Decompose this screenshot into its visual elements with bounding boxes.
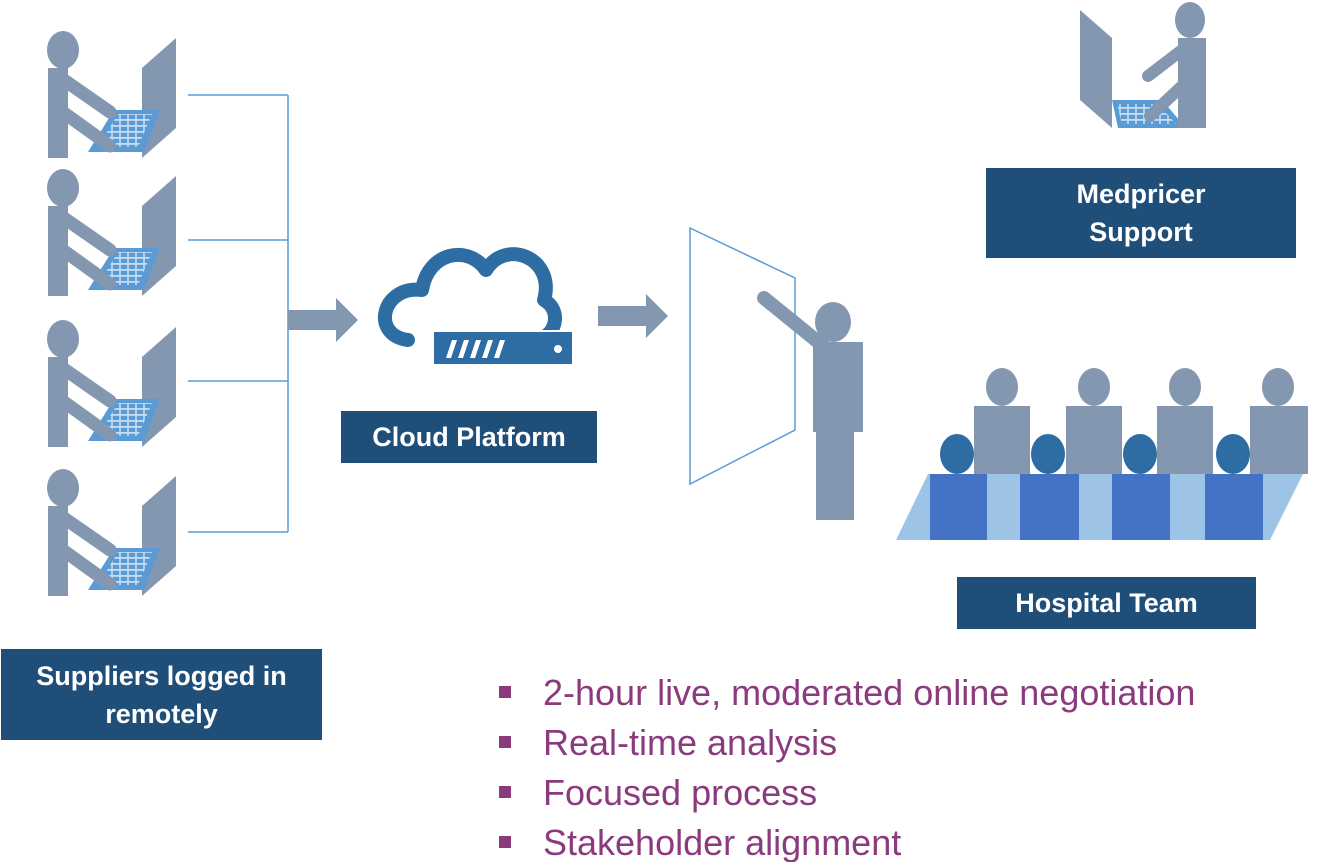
supplier-icon: [47, 469, 176, 596]
bullet-marker: [499, 736, 511, 748]
bullet-marker: [499, 836, 511, 848]
supplier-icon: [47, 169, 176, 296]
suppliers-label: Suppliers logged in remotely: [1, 649, 322, 740]
list-item: 2-hour live, moderated online negotiatio…: [496, 668, 1195, 718]
bullet-marker: [499, 686, 511, 698]
projection-screen-icon: [689, 226, 796, 486]
list-item: Focused process: [496, 768, 1195, 818]
bullet-marker: [499, 786, 511, 798]
bullet-text: Focused process: [543, 772, 818, 813]
support-person-icon: [1080, 2, 1206, 128]
arrow-right-icon: [288, 298, 358, 342]
benefits-list: 2-hour live, moderated online negotiatio…: [496, 668, 1195, 862]
presenter-icon: [757, 291, 863, 520]
cloud-server-icon: [378, 247, 574, 366]
supplier-icon: [47, 320, 176, 447]
supplier-icon: [47, 31, 176, 158]
medpricer-support-label: Medpricer Support: [986, 168, 1296, 258]
arrow-right-icon: [598, 294, 668, 338]
cloud-platform-label: Cloud Platform: [341, 411, 597, 463]
bullet-text: Stakeholder alignment: [543, 822, 902, 862]
bullet-text: Real-time analysis: [543, 722, 838, 763]
list-item: Stakeholder alignment: [496, 818, 1195, 862]
list-item: Real-time analysis: [496, 718, 1195, 768]
bullet-text: 2-hour live, moderated online negotiatio…: [543, 672, 1196, 713]
meeting-table-icon: [896, 368, 1308, 540]
hospital-team-label: Hospital Team: [957, 577, 1256, 629]
connector-lines: [188, 94, 289, 533]
